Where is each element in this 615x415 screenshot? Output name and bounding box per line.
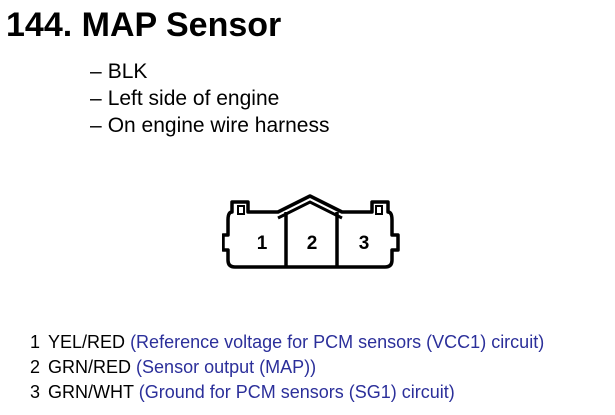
wire-description: (Reference voltage for PCM sensors (VCC1…	[130, 332, 545, 352]
wire-color-code: GRN/RED	[48, 357, 132, 377]
wire-item: 3 GRN/WHT (Ground for PCM sensors (SG1) c…	[30, 380, 544, 405]
center-key	[277, 200, 343, 220]
wire-description: (Sensor output (MAP))	[136, 357, 317, 377]
wire-item: 2 GRN/RED (Sensor output (MAP))	[30, 355, 544, 380]
wire-color-code: GRN/WHT	[48, 382, 134, 402]
page-title: 144. MAP Sensor	[6, 6, 282, 44]
wire-description: (Ground for PCM sensors (SG1) circuit)	[138, 382, 455, 402]
detail-location: Left side of engine	[107, 87, 280, 110]
detail-mounting: On engine wire harness	[107, 114, 330, 137]
detail-item: –On engine wire harness	[90, 114, 330, 137]
wire-list: 1 YEL/RED (Reference voltage for PCM sens…	[30, 330, 544, 405]
detail-item: –Left side of engine	[90, 87, 280, 110]
detail-color: BLK	[107, 60, 148, 83]
pin-label: 1	[257, 233, 268, 254]
connector-outline	[222, 194, 400, 269]
detail-item: –BLK	[90, 60, 148, 83]
wire-pin: 3	[30, 382, 41, 402]
wire-pin: 1	[30, 332, 41, 352]
left-latch-slot	[237, 205, 245, 215]
connector-diagram: 1 2 3	[222, 194, 400, 269]
right-latch-slot	[375, 205, 383, 215]
pin-label: 2	[307, 233, 318, 254]
pin-label: 3	[359, 233, 370, 254]
wire-color-code: YEL/RED	[48, 332, 126, 352]
wire-pin: 2	[30, 357, 41, 377]
wire-item: 1 YEL/RED (Reference voltage for PCM sens…	[30, 330, 544, 355]
sensor-details-list: –BLK –Left side of engine –On engine wir…	[90, 58, 329, 139]
